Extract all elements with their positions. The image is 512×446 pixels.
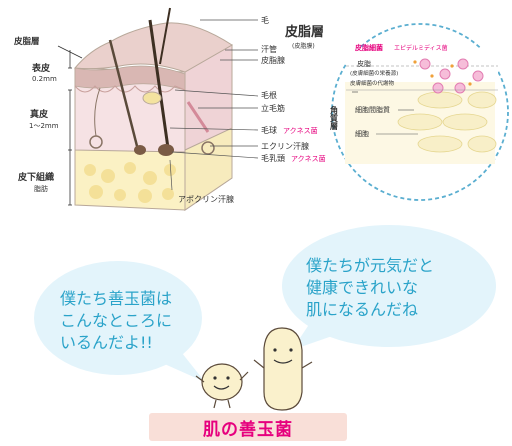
label-epidermis-depth: 0.2mm [32,75,57,83]
bubble-right-line-2: 健康できれいな [306,278,418,297]
label-papilla-bacteria: アクネス菌 [291,154,326,163]
bubble-left-line-2: こんなところに [60,311,172,330]
skin-block [74,7,233,211]
bubble-left [34,261,205,382]
bubble-right-line-3: 肌になるんだね [306,300,418,319]
zoom-title-sub: (皮脂膜) [292,42,315,50]
label-arrector: 立毛筋 [261,103,285,113]
label-epidermis: 表皮 [31,62,51,74]
label-dermis-depth: 1～2mm [29,122,59,130]
label-hair-bulb: 毛球 [261,125,277,135]
bubble-right-line-1: 僕たちが元気だと [306,256,434,275]
label-dermis: 真皮 [30,108,49,120]
zoom-stratum-label: 角質層 [330,105,339,131]
label-sweat-duct: 汗管 [261,44,277,54]
label-subcutis-sub: 脂肪 [34,184,48,193]
zoom-title: 皮脂層 [284,24,324,40]
label-sebaceous-gland: 皮脂腺 [261,55,285,65]
footer-title: 肌の善玉菌 [203,419,293,440]
zoom-sebum: 皮脂 [357,59,371,68]
bacteria-character-tall [253,327,313,411]
zoom-metabolite: 皮膚細菌の代謝物 [350,79,395,87]
label-subcutis: 皮下組織 [17,171,54,183]
label-eccrine: エクリン汗腺 [261,141,309,151]
bubble-right [282,225,496,350]
label-hair: 毛 [261,15,269,25]
leader-lines [169,19,259,191]
label-papilla: 毛乳頭 [261,153,285,163]
depth-brackets [57,45,83,206]
label-hair-root: 毛根 [261,90,277,100]
bacteria-character-small [195,363,249,409]
bubble-left-line-3: いるんだよ!! [60,333,153,352]
label-sebum-layer: 皮脂層 [13,36,40,47]
zoom-intercellular-lipid: 細胞間脂質 [355,105,390,114]
label-apocrine: アポクリン汗腺 [178,194,234,204]
bubble-left-line-1: 僕たち善玉菌は [60,289,172,308]
svg-text:角質層: 角質層 [330,105,339,131]
zoom-cell: 細胞 [355,129,369,138]
label-hair-bulb-bacteria: アクネス菌 [283,126,318,135]
zoom-sebum-bacteria: 皮脂細菌 [354,43,383,52]
zoom-circle [331,23,509,201]
zoom-epidermidis: エピデルミディス菌 [394,44,448,52]
footer-title-box: 肌の善玉菌 [149,413,347,441]
zoom-sebum-note: (皮膚細菌の栄養源) [350,69,398,77]
